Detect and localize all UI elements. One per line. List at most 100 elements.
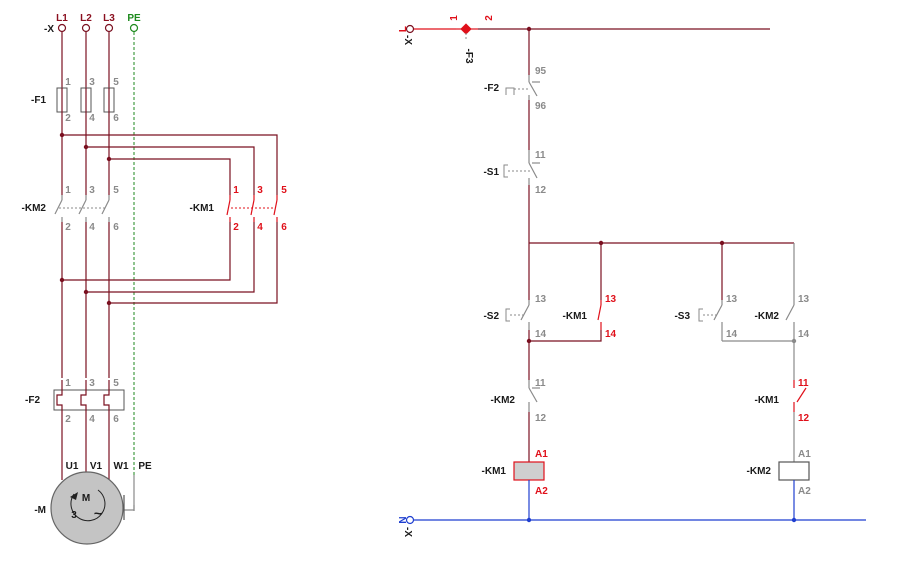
s2-pin-14: 14 <box>535 329 547 340</box>
km1-coil-pin-a1: A1 <box>535 449 548 460</box>
f2-control-label: -F2 <box>484 83 499 94</box>
s2-label: -S2 <box>483 311 499 322</box>
f1-pin-top-3: 3 <box>89 77 95 88</box>
f2-pin-bottom-2: 2 <box>65 414 71 425</box>
f3-pin-1: 1 <box>449 15 460 21</box>
phase-label-l3: L3 <box>103 13 115 24</box>
km2-pin-top-1: 1 <box>65 185 71 196</box>
km2-pin-bottom-2: 2 <box>65 222 71 233</box>
km2-coil-pin-a1: A1 <box>798 449 811 460</box>
f1-pin-bottom-4: 4 <box>89 113 95 124</box>
km1-interlock-pin-11: 11 <box>798 378 809 389</box>
km2-main-contacts[interactable] <box>54 195 110 222</box>
km1-out-to-l1 <box>62 222 231 281</box>
terminal-pe[interactable] <box>129 23 139 33</box>
f2-pin-top-1: 1 <box>65 378 71 389</box>
phase-label-l1: L1 <box>56 13 68 24</box>
f2-pin-95: 95 <box>535 66 547 77</box>
f2-pin-top-5: 5 <box>113 378 119 389</box>
km1-pin-top-1: 1 <box>233 185 239 196</box>
km2-pin-top-3: 3 <box>89 185 95 196</box>
f2-thermal-overload[interactable] <box>53 380 125 411</box>
phase-label-pe: PE <box>127 13 141 24</box>
km2-pin-bottom-4: 4 <box>89 222 95 233</box>
km1-interlock-pin-12: 12 <box>798 413 810 424</box>
s1-label: -S1 <box>483 167 499 178</box>
km2-interlock-pin-11: 11 <box>535 378 546 389</box>
motor-m-symbol: M <box>82 493 90 504</box>
motor-label: -M <box>34 505 46 516</box>
control-terminal-top[interactable] <box>405 24 415 34</box>
control-terminal-bottom-label: -X <box>402 527 413 537</box>
km1-main-label: -KM1 <box>190 203 215 214</box>
km2-coil-pin-a2: A2 <box>798 486 811 497</box>
km1-hold-label: -KM1 <box>563 311 588 322</box>
km1-pin-bottom-4: 4 <box>257 222 263 233</box>
km2-interlock-label: -KM2 <box>491 395 516 406</box>
km2-pin-bottom-6: 6 <box>113 222 119 233</box>
motor-symbol[interactable]: M 3 ~ <box>50 471 124 545</box>
motor-terminal-w1: W1 <box>114 461 129 472</box>
s3-pin-13: 13 <box>726 294 738 305</box>
pe-motor-link <box>124 475 135 511</box>
s2-pin-13: 13 <box>535 294 547 305</box>
km1-out-to-l3 <box>109 222 278 304</box>
s2-start-button[interactable] <box>505 300 530 330</box>
f2-pin-bottom-4: 4 <box>89 414 95 425</box>
control-circuit: L -X 1 2 -F3 -F2 95 96 -S <box>398 15 866 537</box>
terminal-l2[interactable] <box>81 23 91 33</box>
f3-pin-2: 2 <box>484 15 495 21</box>
motor-terminal-pe: PE <box>138 461 152 472</box>
phase-label-l2: L2 <box>80 13 92 24</box>
bridge-l3-to-km1 <box>109 158 231 195</box>
km2-interlock-contact[interactable] <box>528 380 540 412</box>
km2-hold-label: -KM2 <box>755 311 780 322</box>
f2-power-label: -F2 <box>25 395 40 406</box>
control-phase-n: N <box>398 516 409 523</box>
s3-pin-14: 14 <box>726 329 738 340</box>
f1-pin-bottom-6: 6 <box>113 113 119 124</box>
f3-circuit-breaker[interactable] <box>456 23 478 41</box>
control-phase-l: L <box>398 26 409 32</box>
km1-pin-bottom-2: 2 <box>233 222 239 233</box>
km1-coil[interactable] <box>513 461 545 481</box>
km2-holding-contact[interactable] <box>785 300 795 330</box>
km1-out-to-l2 <box>86 222 255 293</box>
motor-phase-count: 3 <box>71 510 77 521</box>
control-terminal-bottom[interactable] <box>405 515 415 525</box>
km1-interlock-contact[interactable] <box>793 380 807 412</box>
km2-interlock-pin-12: 12 <box>535 413 547 424</box>
power-circuit: L1 L2 L3 PE -X -F1 1 3 5 2 4 6 <box>22 13 287 545</box>
km1-coil-label: -KM1 <box>482 466 507 477</box>
km2-hold-pin-13: 13 <box>798 294 810 305</box>
control-terminal-top-label: -X <box>402 35 413 45</box>
km2-hold-pin-14: 14 <box>798 329 810 340</box>
f1-pin-top-1: 1 <box>65 77 71 88</box>
s3-label: -S3 <box>674 311 690 322</box>
s3-start-button[interactable] <box>698 300 723 330</box>
motor-terminal-u1: U1 <box>66 461 79 472</box>
supply-terminal-label: -X <box>44 24 54 35</box>
km2-pin-top-5: 5 <box>113 185 119 196</box>
f1-pin-bottom-2: 2 <box>65 113 71 124</box>
km1-coil-pin-a2: A2 <box>535 486 548 497</box>
f2-pin-bottom-6: 6 <box>113 414 119 425</box>
km1-interlock-label: -KM1 <box>755 395 780 406</box>
terminal-l3[interactable] <box>104 23 114 33</box>
km1-holding-contact[interactable] <box>597 300 602 330</box>
s1-stop-button[interactable] <box>503 150 540 185</box>
km1-hold-pin-13: 13 <box>605 294 617 305</box>
f1-label: -F1 <box>31 95 46 106</box>
km1-pin-bottom-6: 6 <box>281 222 287 233</box>
motor-terminal-v1: V1 <box>90 461 103 472</box>
s1-pin-12: 12 <box>535 185 547 196</box>
km1-main-contacts[interactable] <box>226 195 278 222</box>
f2-pin-96: 96 <box>535 101 547 112</box>
bridge-l2-to-km1 <box>86 146 255 195</box>
f2-pin-top-3: 3 <box>89 378 95 389</box>
km1-pin-top-3: 3 <box>257 185 263 196</box>
f2-nc-contact[interactable] <box>505 75 540 100</box>
terminal-l1[interactable] <box>57 23 67 33</box>
km2-coil[interactable] <box>778 461 810 481</box>
